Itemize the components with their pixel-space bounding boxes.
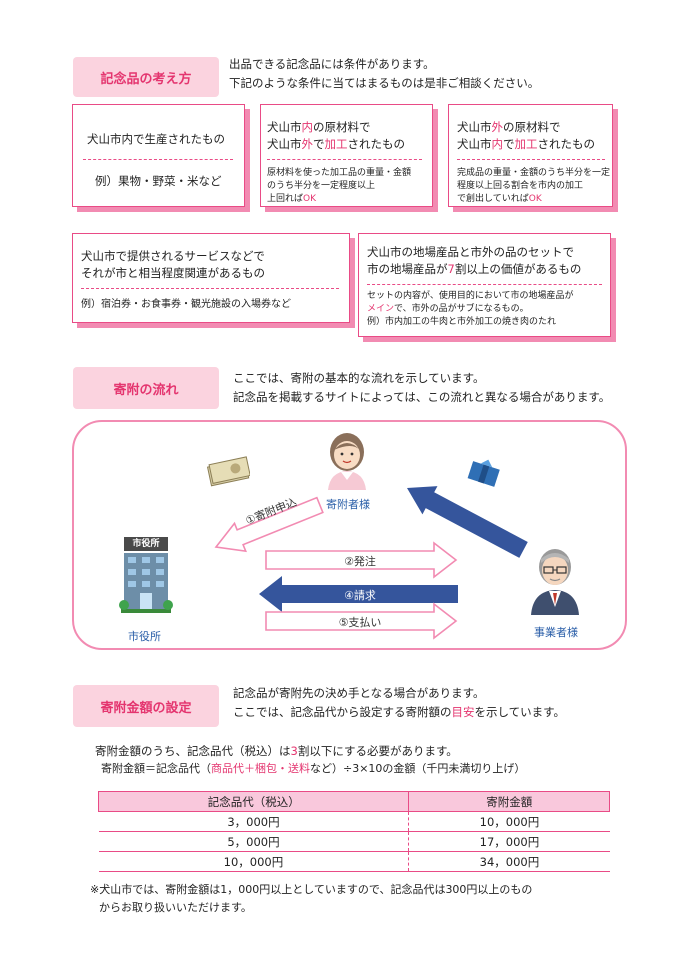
condition-card-5: 犬山市の地場産品と市外の品のセットで 市の地場産品が7割以上の価値があるもの セ… — [358, 233, 611, 337]
arrow-label-invoice: ④請求 — [344, 589, 376, 602]
donor-label: 寄附者様 — [326, 498, 370, 511]
card-title-line2: 犬山市内で加工されたもの — [457, 137, 595, 151]
card-title-line1: 犬山市の地場産品と市外の品のセットで — [367, 245, 574, 259]
rule-line-1: 寄附金額のうち、記念品代（税込）は3割以下にする必要があります。 — [95, 744, 458, 758]
section2-intro: ここでは、寄附の基本的な流れを示しています。 記念品を掲載するサイトによっては、… — [233, 371, 611, 404]
arrow-order — [265, 541, 458, 579]
condition-card-1: 犬山市内で生産されたもの 例）果物・野菜・米など — [72, 104, 245, 207]
footnote: ※犬山市では、寄附金額は1，000円以上としていますので、記念品代は300円以上… — [90, 883, 533, 914]
dashed-divider — [367, 284, 602, 285]
donor-person-icon — [328, 433, 366, 490]
card-title-line1: 犬山市内の原材料で — [267, 120, 371, 134]
section1-intro: 出品できる記念品には条件があります。 下記のような条件に当てはまるものは是非ご相… — [229, 57, 540, 90]
arrow-gift-shipping — [407, 486, 528, 558]
condition-card-3: 犬山市外の原材料で 犬山市内で加工されたもの 完成品の重量・金額のうち半分を一定… — [448, 104, 613, 207]
condition-card-4: 犬山市で提供されるサービスなどで それが市と相当程度関連があるもの 例）宿泊券・… — [72, 233, 350, 323]
table-row: 5，000円 17，000円 — [98, 831, 610, 852]
arrow-donation-application — [214, 496, 324, 553]
dashed-divider — [457, 159, 605, 160]
section3-intro: 記念品が寄附先の決め手となる場合があります。 ここでは、記念品代から設定する寄附… — [233, 686, 566, 719]
card-detail: 原材料を使った加工品の重量・金額 のうち半分を一定程度以上 上回ればOK — [267, 168, 412, 204]
gift-box-icon — [467, 459, 500, 487]
dashed-divider — [267, 159, 422, 160]
table-row: 3，000円 10，000円 — [98, 811, 610, 832]
card-title-line2: 犬山市外で加工されたもの — [267, 137, 405, 151]
city-hall-sign: 市役所 — [132, 539, 160, 549]
money-bill-icon — [206, 456, 250, 487]
arrow-invoice — [259, 576, 458, 612]
card-title-line2: 市の地場産品が7割以上の価値があるもの — [367, 262, 582, 276]
card-example: 例）宿泊券・お食事券・観光施設の入場券など — [81, 299, 291, 310]
section-tag-flow: 寄附の流れ — [73, 367, 219, 409]
section-tag-donation-amount: 寄附金額の設定 — [73, 685, 219, 727]
table-header-row: 記念品代（税込） 寄附金額 — [97, 791, 610, 812]
arrow-payment — [265, 602, 458, 640]
header-donation-amount: 寄附金額 — [408, 791, 610, 812]
rule-line-2: 寄附金額＝記念品代（商品代＋梱包・送料など）÷3×10の金額（千円未満切り上げ） — [101, 762, 526, 775]
arrow-label-order: ②発注 — [344, 555, 376, 568]
business-person-icon — [531, 549, 579, 615]
card-title-line2: それが市と相当程度関連があるもの — [81, 266, 265, 280]
arrow-label-payment: ⑤支払い — [338, 616, 382, 629]
card-title-line1: 犬山市で提供されるサービスなどで — [81, 249, 265, 263]
city-hall-building-icon — [119, 537, 173, 613]
card-title: 犬山市内で生産されたもの — [87, 132, 225, 146]
donation-price-table: 記念品代（税込） 寄附金額 3，000円 10，000円 5，000円 17，0… — [97, 791, 610, 872]
condition-card-2: 犬山市内の原材料で 犬山市外で加工されたもの 原材料を使った加工品の重量・金額 … — [260, 104, 433, 207]
header-gift-price: 記念品代（税込） — [97, 791, 410, 812]
card-detail: 完成品の重量・金額のうち半分を一定 程度以上回る割合を市内の加工 で創出していれ… — [457, 168, 611, 204]
city-hall-label: 市役所 — [128, 630, 161, 643]
dashed-divider — [81, 288, 339, 289]
card-title-line1: 犬山市外の原材料で — [457, 120, 561, 134]
business-label: 事業者様 — [534, 626, 578, 639]
section-tag-kinenhin: 記念品の考え方 — [73, 57, 219, 97]
dashed-divider — [83, 159, 233, 160]
table-row: 10，000円 34，000円 — [98, 851, 610, 872]
card-example: 例）果物・野菜・米など — [95, 174, 222, 188]
card-detail: セットの内容が、使用目的において市の地場産品が メインで、市外の品がサブになるも… — [367, 291, 574, 327]
